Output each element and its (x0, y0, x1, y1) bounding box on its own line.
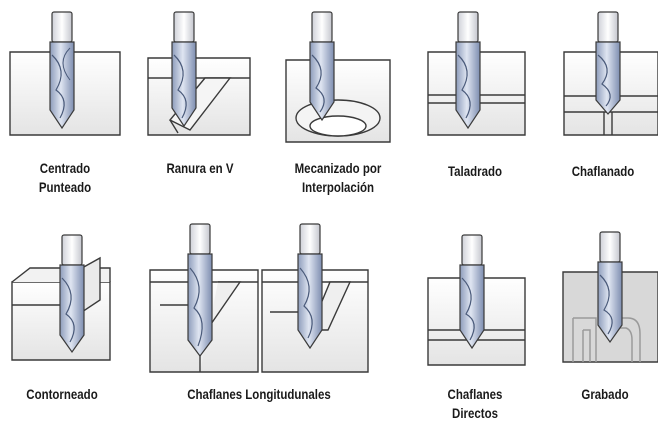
caption-chaflanado: Chaflanado (558, 162, 648, 181)
caption-mecanizado: Mecanizado por Interpolación (281, 159, 396, 197)
caption-contorneado: Contorneado (13, 385, 111, 404)
centrado-tool (49, 11, 75, 130)
mecanizado-tool (309, 11, 335, 122)
mecanizado-block (285, 59, 391, 143)
grabado-tool (597, 231, 623, 344)
ranura-tool (171, 11, 197, 128)
caption-line: Mecanizado por (294, 160, 382, 176)
caption-line: Interpolación (301, 179, 375, 195)
caption-line: Contorneado (26, 386, 98, 402)
caption-grabado: Grabado (562, 385, 649, 404)
caption-line: Directos (452, 405, 498, 421)
chaflanes-dir-tool (459, 234, 485, 350)
caption-line: Chaflanado (571, 163, 635, 179)
caption-chaflanes-longitudunales: Chaflanes Longitudunales (170, 385, 349, 404)
caption-taladrado: Taladrado (426, 162, 524, 181)
caption-line: Chaflanes Longitudunales (187, 386, 331, 402)
contorneado-tool (59, 234, 85, 354)
caption-line: Punteado (38, 179, 92, 195)
caption-line: Centrado (39, 160, 91, 176)
caption-chaflanes-directos: Chaflanes Directos (426, 385, 524, 423)
caption-line: Chaflanes (447, 386, 503, 402)
caption-centrado: Centrado Punteado (12, 159, 119, 197)
caption-ranura: Ranura en V (151, 159, 249, 178)
caption-line: Grabado (581, 386, 629, 402)
chaflanado-tool (595, 11, 621, 115)
caption-line: Taladrado (447, 163, 503, 179)
ranura-block (147, 57, 251, 136)
taladrado-tool (455, 11, 481, 130)
chaflanes-long-tool-left (187, 223, 213, 357)
caption-line: Ranura en V (166, 160, 234, 176)
chaflanes-long-tool-right (297, 223, 323, 350)
